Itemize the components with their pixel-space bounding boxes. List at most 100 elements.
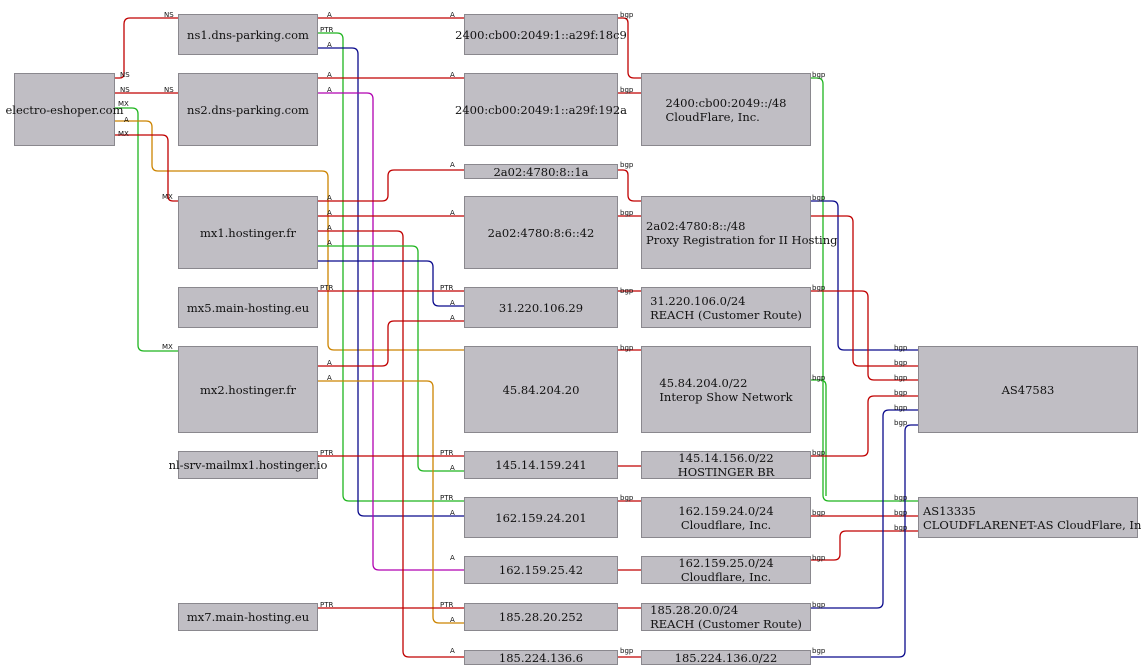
node-label: 185.224.136.6: [498, 650, 584, 665]
edge-label-ptr: PTR: [320, 26, 334, 34]
edge-label-mx: MX: [162, 343, 173, 351]
edge-label-bgp: bgp: [812, 647, 826, 655]
edge-label-bgp: bgp: [620, 494, 634, 502]
prefix-label: 185.28.20.0/24: [650, 603, 739, 617]
node-nl-srv[interactable]: nl-srv-mailmx1.hostinger.io: [169, 451, 327, 479]
node-label: AS47583: [1001, 382, 1055, 397]
edge-label-ptr: PTR: [320, 449, 334, 457]
edge-label-a: A: [450, 464, 455, 472]
node-label: 145.14.159.241: [495, 458, 587, 472]
edge-label-bgp: bgp: [620, 344, 634, 352]
prefix-label: 162.159.24.0/24: [678, 503, 774, 518]
node-electro-eshoper[interactable]: electro-eshoper.com: [5, 73, 124, 146]
edge-green-31: [811, 77, 918, 502]
prefix-owner: REACH (Customer Route): [650, 307, 802, 322]
edge-green-35: [811, 379, 827, 496]
node-ns1[interactable]: ns1.dns-parking.com: [178, 14, 318, 55]
node-ip4[interactable]: 162.159.24.201: [464, 497, 618, 538]
node-mx5[interactable]: mx5.main-hosting.eu: [178, 287, 318, 328]
edge-label-ptr: PTR: [320, 601, 334, 609]
edge-navy-7: [318, 47, 464, 517]
node-label: mx2.hostinger.fr: [199, 382, 297, 397]
edge-label-a: A: [450, 554, 455, 562]
node-label: electro-eshoper.com: [5, 102, 124, 117]
edge-red-0: [115, 17, 178, 79]
edge-label-bgp: bgp: [812, 374, 826, 382]
edge-label-mx: MX: [118, 130, 129, 138]
node-label: 31.220.106.29: [498, 300, 584, 315]
node-ip6[interactable]: 185.28.20.252: [464, 603, 618, 631]
edge-label-a: A: [327, 41, 332, 49]
edge-label-bgp: bgp: [620, 86, 634, 94]
edge-red-4: [115, 134, 178, 202]
edge-red-22: [618, 169, 641, 202]
edge-label-ptr: PTR: [440, 284, 454, 292]
edge-label-bgp: bgp: [812, 284, 826, 292]
edge-label-a: A: [124, 116, 129, 124]
node-ip5[interactable]: 162.159.25.42: [464, 556, 618, 584]
prefix-label: 2400:cb00:2049::/48: [665, 95, 787, 110]
node-ip2[interactable]: 45.84.204.20: [464, 346, 618, 433]
node-ip6c[interactable]: 2a02:4780:8::1a: [464, 164, 618, 179]
prefix-owner: Proxy Registration for II Hosting: [646, 232, 838, 247]
node-prefix-185224[interactable]: 185.224.136.0/22: [641, 650, 811, 665]
node-mx2[interactable]: mx2.hostinger.fr: [178, 346, 318, 433]
node-label: 185.28.20.252: [498, 610, 584, 624]
prefix-label: 162.159.25.0/24: [678, 556, 774, 570]
edge-label-bgp: bgp: [894, 389, 908, 397]
edge-green-2: [115, 107, 178, 352]
node-ip7[interactable]: 185.224.136.6: [464, 650, 618, 665]
edge-label-bgp: bgp: [894, 509, 908, 517]
node-ns2[interactable]: ns2.dns-parking.com: [178, 73, 318, 146]
prefix-owner: CloudFlare, Inc.: [665, 109, 760, 124]
edge-label-a: A: [450, 616, 455, 624]
node-label: mx1.hostinger.fr: [199, 225, 297, 240]
node-ip1[interactable]: 31.220.106.29: [464, 287, 618, 328]
edge-label-mx: MX: [162, 193, 173, 201]
edge-label-ptr: PTR: [440, 449, 454, 457]
edge-label-a: A: [327, 374, 332, 382]
edge-red-10: [318, 169, 464, 202]
node-ip6a[interactable]: 2400:cb00:2049:1::a29f:18c9: [455, 14, 627, 55]
node-label: 2400:cb00:2049:1::a29f:192a: [454, 102, 628, 117]
prefix-owner: HOSTINGER BR: [677, 465, 775, 479]
prefix-label: 45.84.204.0/22: [659, 375, 748, 390]
edge-red-38: [811, 530, 918, 561]
node-ip6b[interactable]: 2400:cb00:2049:1::a29f:192a: [455, 73, 627, 146]
edge-label-bgp: bgp: [812, 601, 826, 609]
prefix-owner: Interop Show Network: [659, 389, 793, 404]
edge-label-a: A: [327, 239, 332, 247]
node-mx1[interactable]: mx1.hostinger.fr: [178, 196, 318, 269]
edge-label-bgp: bgp: [894, 419, 908, 427]
node-as47583[interactable]: AS47583: [918, 346, 1138, 433]
node-mx7[interactable]: mx7.main-hosting.eu: [178, 603, 318, 631]
edge-navy-40: [811, 424, 918, 658]
node-ip6d[interactable]: 2a02:4780:8:6::42: [464, 196, 618, 269]
edge-label-bgp: bgp: [620, 11, 634, 19]
edge-label-ptr: PTR: [320, 284, 334, 292]
edge-navy-14: [318, 260, 464, 307]
edge-label-ptr: PTR: [440, 601, 454, 609]
prefix-label: 2a02:4780:8::/48: [646, 218, 746, 233]
prefix-owner: Cloudflare, Inc.: [680, 517, 772, 532]
node-ip3[interactable]: 145.14.159.241: [464, 451, 618, 479]
edge-label-bgp: bgp: [620, 161, 634, 169]
node-label: 45.84.204.20: [502, 382, 580, 397]
edge-magenta-9: [318, 92, 464, 571]
edge-label-bgp: bgp: [620, 647, 634, 655]
edge-label-bgp: bgp: [812, 71, 826, 79]
edge-label-bgp: bgp: [894, 359, 908, 367]
node-label: 2a02:4780:8:6::42: [487, 225, 595, 240]
edge-label-bgp: bgp: [812, 449, 826, 457]
